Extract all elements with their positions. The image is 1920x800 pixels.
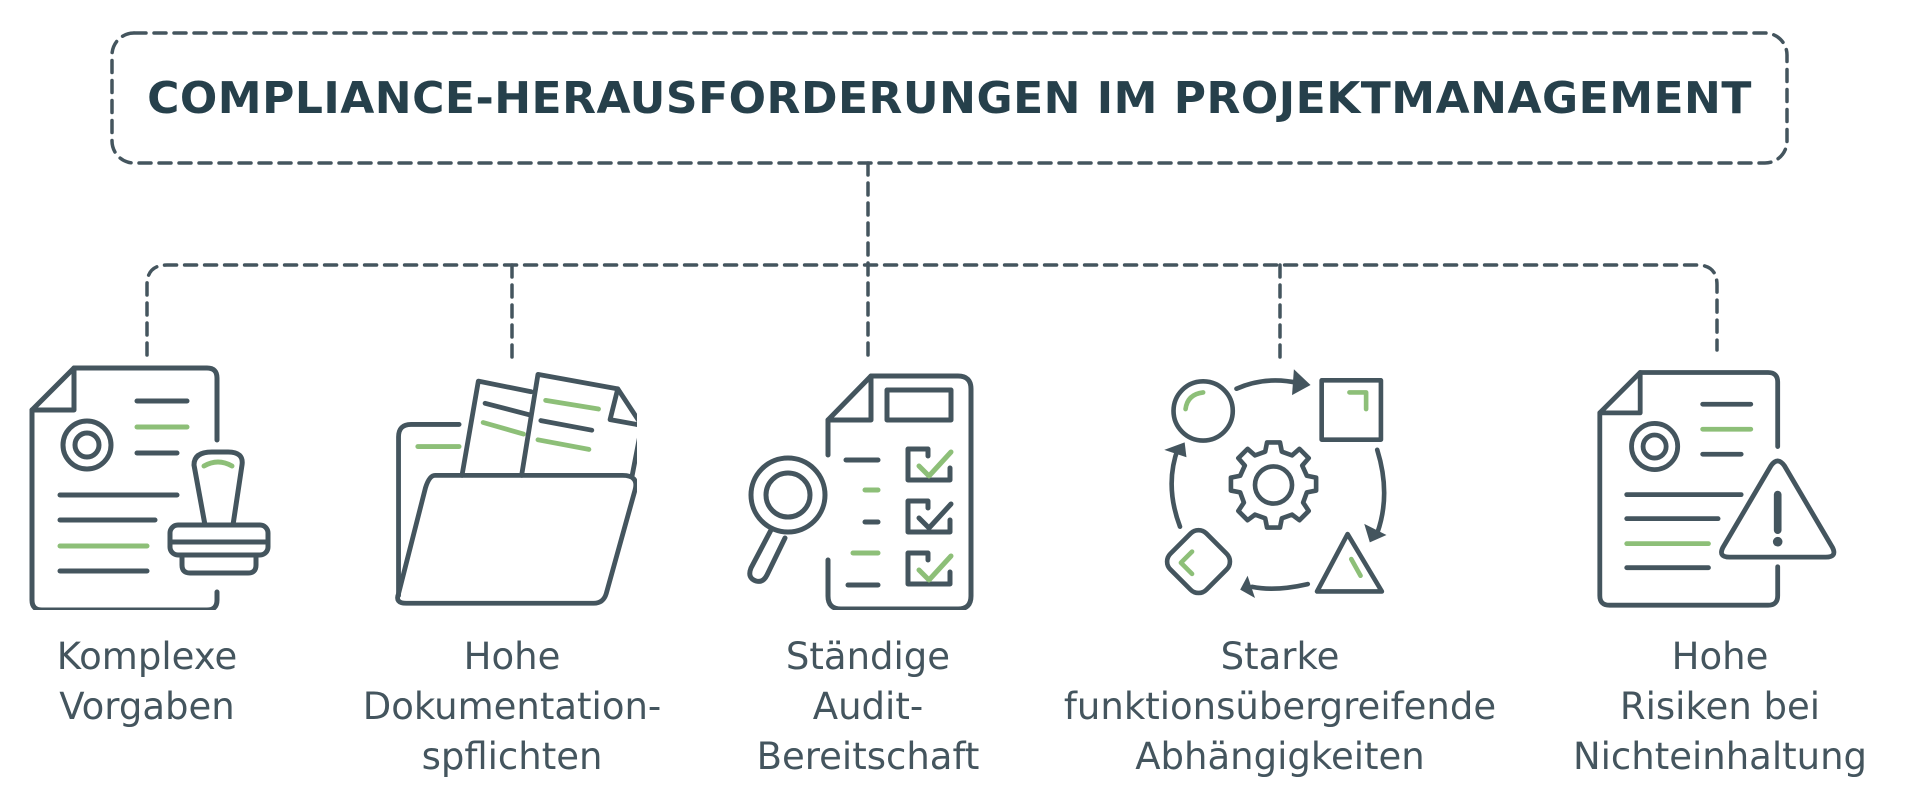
challenge-item-complex-requirements: Komplexe Vorgaben	[0, 360, 327, 732]
page-title: COMPLIANCE-HERAUSFORDERUNGEN IM PROJEKTM…	[147, 72, 1752, 124]
challenge-label: Ständige Audit- Bereitschaft	[756, 635, 980, 778]
title-box-border	[110, 31, 1789, 165]
challenge-label: Starke funktionsübergreifende Abhängigke…	[1063, 635, 1497, 778]
challenge-label: Komplexe Vorgaben	[56, 635, 238, 728]
challenge-item-cross-functional: Starke funktionsübergreifende Abhängigke…	[1064, 360, 1496, 782]
challenge-item-audit-readiness: Ständige Audit- Bereitschaft	[688, 360, 1048, 782]
document-warning-icon	[1597, 370, 1837, 608]
challenge-item-documentation: Hohe Dokumentation- spflichten	[332, 360, 692, 782]
title-box: COMPLIANCE-HERAUSFORDERUNGEN IM PROJEKTM…	[112, 33, 1787, 163]
cycle-gear-shapes-icon	[1164, 369, 1387, 598]
challenge-item-noncompliance-risk: Hohe Risiken bei Nichteinhaltung	[1540, 360, 1900, 782]
challenge-label: Hohe Dokumentation- spflichten	[362, 635, 662, 778]
challenge-label: Hohe Risiken bei Nichteinhaltung	[1572, 635, 1868, 778]
folder-documents-icon	[395, 372, 637, 606]
document-stamp-icon	[29, 365, 271, 610]
checklist-magnifier-icon	[747, 373, 974, 610]
